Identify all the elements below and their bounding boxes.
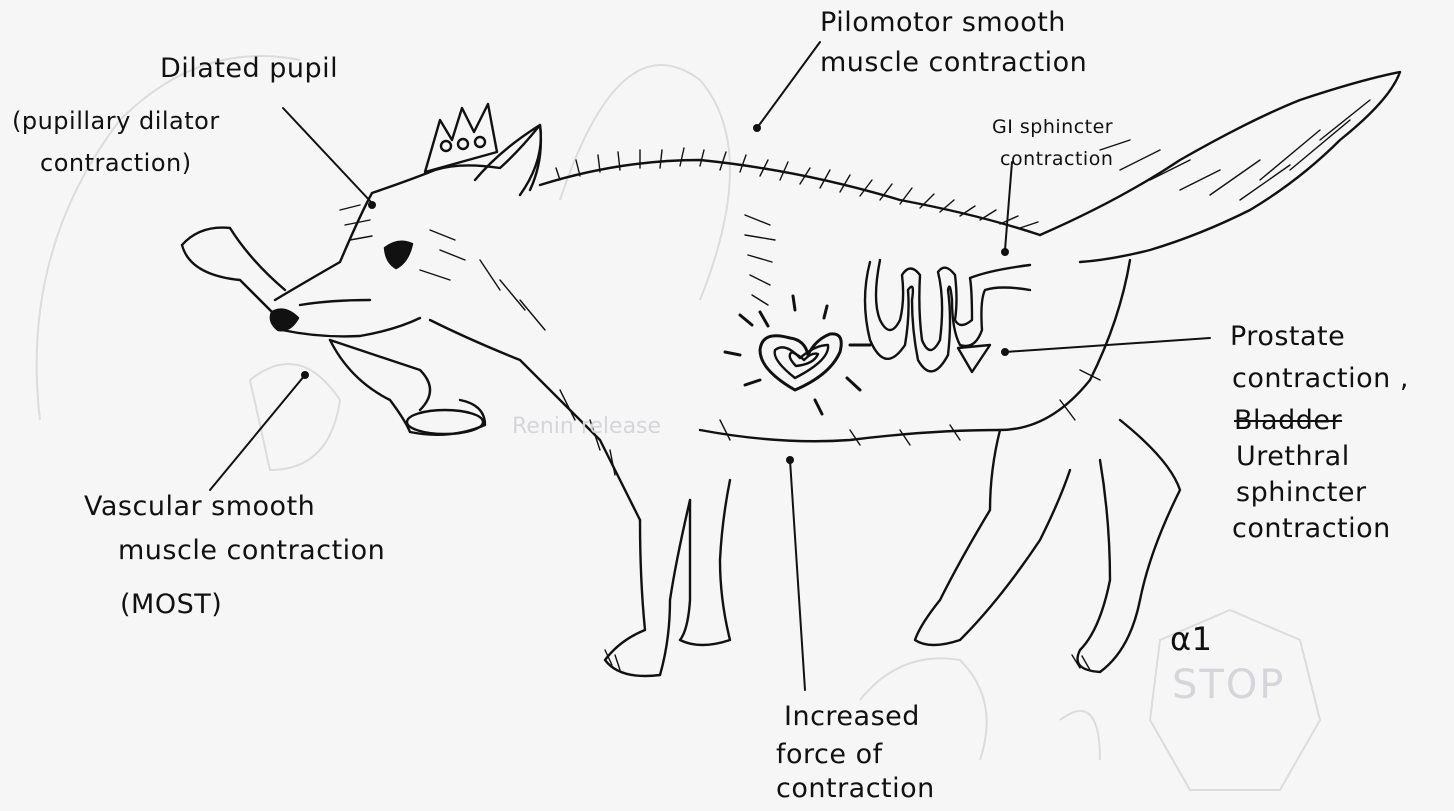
wolf-body — [182, 72, 1400, 676]
faint-background-text: Renin release — [512, 414, 661, 439]
vascular-pointer-line — [210, 375, 305, 490]
vascular-label-line1: Vascular smooth — [84, 490, 315, 524]
pilomotor-label-line1: Pilomotor smooth — [820, 6, 1066, 40]
heart-label-line1: Increased — [784, 700, 920, 734]
bladder-struck-label: Bladder — [1234, 404, 1342, 438]
gi-pointer-line — [1005, 162, 1012, 250]
pilomotor-pointer-line — [757, 42, 820, 128]
heart-pointer-line — [790, 460, 805, 690]
vascular-pointer-dot — [301, 371, 309, 379]
urethral-label-line1: Urethral — [1236, 440, 1350, 474]
pupillary-dilator-label-line2: contraction) — [40, 150, 192, 176]
heart-pointer-dot — [786, 456, 794, 464]
pilomotor-label-line2: muscle contraction — [820, 46, 1087, 80]
gi-sphincter-label-line1: GI sphincter — [992, 114, 1113, 140]
urethral-label-line2: sphincter — [1236, 476, 1367, 510]
pupillary-dilator-label-line1: (pupillary dilator — [12, 108, 220, 134]
urethral-label-line3: contraction — [1232, 512, 1391, 546]
gi-sphincter-label-line2: contraction — [1000, 146, 1113, 172]
heart-label-line2: force of — [776, 738, 883, 772]
gi-pointer-dot — [1001, 248, 1009, 256]
dilated-pupil-label: Dilated pupil — [160, 52, 338, 86]
heart-label-line3: contraction — [776, 772, 935, 806]
stop-sign-text: STOP — [1172, 662, 1285, 708]
prostate-label-line2: contraction , — [1232, 362, 1409, 396]
vascular-label-line3: (MOST) — [120, 588, 222, 622]
vascular-label-line2: muscle contraction — [118, 534, 385, 568]
prostate-pointer-dot — [1001, 348, 1009, 356]
prostate-label-line1: Prostate — [1230, 320, 1345, 354]
pilomotor-pointer-dot — [753, 124, 761, 132]
pupil-pointer-dot — [368, 201, 376, 209]
pupil-pointer-line — [283, 108, 372, 203]
alpha1-receptor-label: α1 — [1170, 622, 1212, 656]
